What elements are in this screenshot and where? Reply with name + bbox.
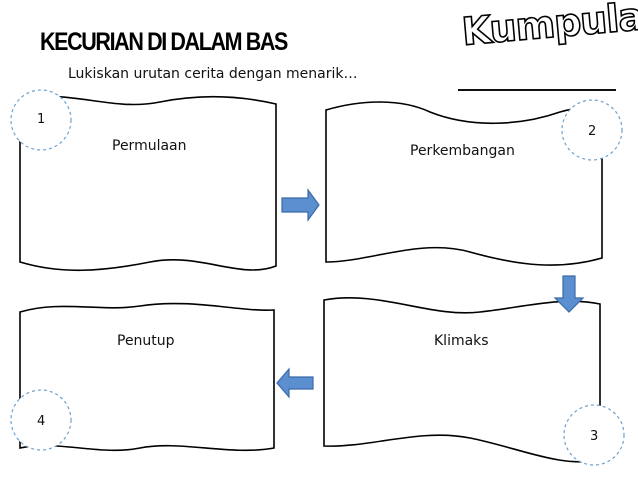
arrow-left-icon — [276, 367, 314, 399]
group-name-line[interactable] — [458, 89, 616, 91]
number-circle-1 — [10, 89, 72, 151]
panel-permulaan-frame[interactable] — [19, 95, 277, 272]
panel-perkembangan-label: Perkembangan — [410, 143, 515, 159]
panel-number-4: 4 — [37, 414, 46, 429]
worksheet-instruction: Lukiskan urutan cerita dengan menarik… — [68, 66, 358, 82]
number-circle-3 — [563, 404, 625, 466]
panel-perkembangan-frame[interactable] — [325, 101, 603, 266]
panel-klimaks-frame[interactable] — [323, 297, 601, 463]
panel-number-1: 1 — [37, 112, 46, 127]
panel-number-2: 2 — [588, 124, 597, 139]
number-circle-4 — [10, 389, 72, 451]
panel-penutup-frame[interactable] — [19, 302, 275, 452]
arrow-down-icon — [553, 275, 585, 313]
arrow-right-icon — [281, 188, 320, 222]
worksheet-title: KECURIAN DI DALAM BAS — [40, 28, 288, 56]
number-circle-2 — [561, 99, 623, 161]
panel-permulaan-label: Permulaan — [112, 138, 187, 154]
panel-klimaks-label: Klimaks — [434, 333, 489, 349]
panel-number-3: 3 — [590, 429, 599, 444]
panel-penutup-label: Penutup — [117, 333, 175, 349]
